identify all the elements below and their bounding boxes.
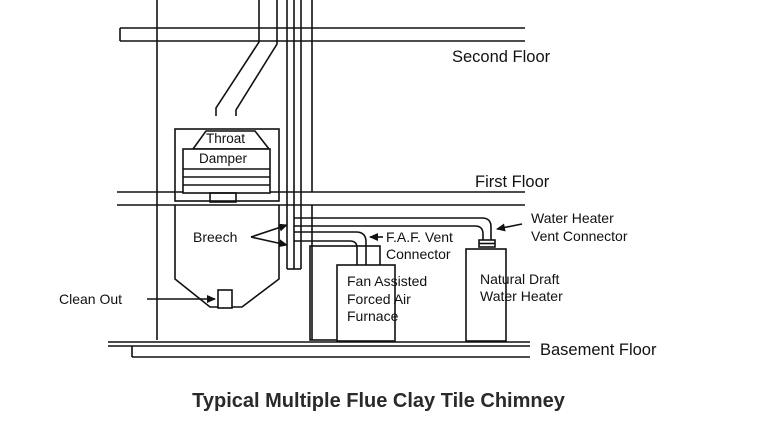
fireplace-flue bbox=[215, 0, 278, 116]
basement-floor-slab bbox=[108, 341, 530, 358]
wh-vent-label-line2: Vent Connector bbox=[531, 228, 628, 244]
throat-label: Throat bbox=[206, 131, 245, 146]
furnace-label-line2: Forced Air bbox=[347, 291, 411, 307]
basement-floor-label: Basement Floor bbox=[540, 341, 657, 359]
fireplace-body bbox=[174, 128, 280, 203]
clean-out-door bbox=[217, 289, 233, 309]
water-heater-vent-connector bbox=[294, 217, 492, 241]
first-floor-label: First Floor bbox=[475, 173, 550, 191]
water-heater bbox=[465, 248, 507, 342]
breech-label: Breech bbox=[193, 229, 237, 245]
second-floor-label: Second Floor bbox=[452, 48, 551, 66]
faf-vent-label-line1: F.A.F. Vent bbox=[386, 229, 453, 245]
clean-out-label: Clean Out bbox=[59, 291, 122, 307]
wh-vent-label-line1: Water Heater bbox=[531, 210, 614, 226]
chimney-walls bbox=[156, 0, 313, 340]
second-floor-slab bbox=[119, 27, 525, 42]
water-heater-label-line1: Natural Draft bbox=[480, 271, 559, 287]
leader-arrows bbox=[147, 223, 523, 303]
furnace-label-line1: Fan Assisted bbox=[347, 273, 427, 289]
faf-vent-connector bbox=[294, 231, 367, 265]
furnace-label-line3: Furnace bbox=[347, 308, 399, 324]
faf-vent-label-line2: Connector bbox=[386, 246, 451, 262]
first-floor-slab bbox=[117, 191, 525, 206]
damper-label: Damper bbox=[199, 151, 248, 166]
water-heater-label-line2: Water Heater bbox=[480, 288, 563, 304]
furnace bbox=[309, 245, 396, 342]
diagram-caption: Typical Multiple Flue Clay Tile Chimney bbox=[192, 390, 565, 412]
